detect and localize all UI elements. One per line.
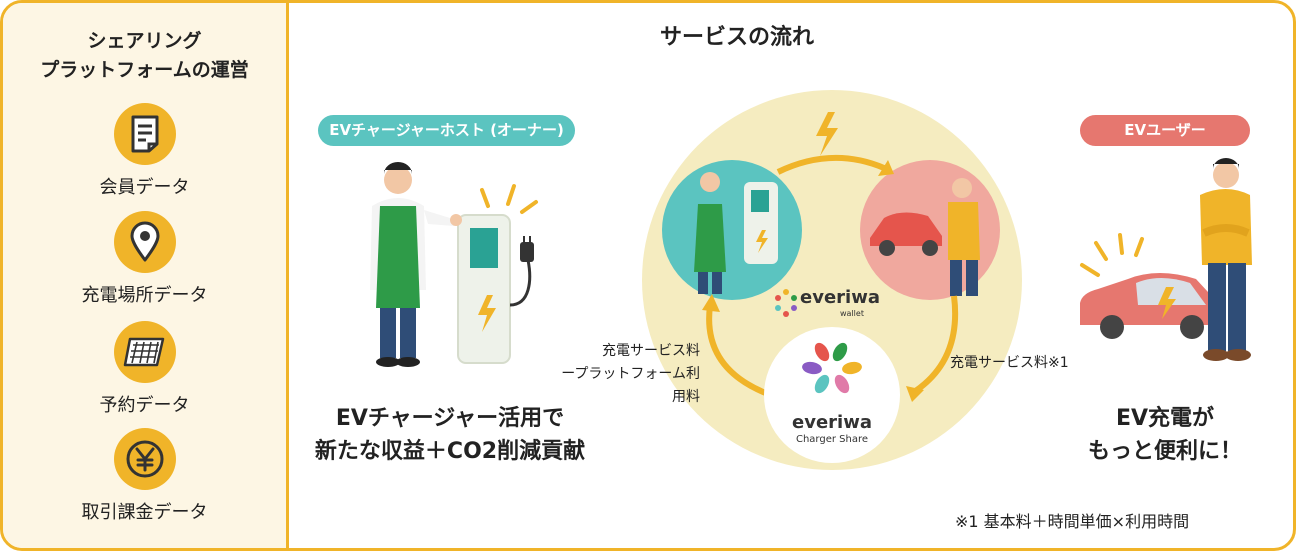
document-icon — [114, 103, 176, 165]
host-caption: EVチャージャー活用で 新たな収益＋CO2削減貢献 — [300, 402, 600, 468]
main-title: サービスの流れ — [660, 19, 814, 51]
wallet-logo-sub: wallet — [840, 309, 864, 318]
user-caption: EV充電が もっと便利に！ — [1060, 402, 1270, 468]
sidebar-item-transaction-data: 取引課金データ — [3, 428, 286, 524]
location-pin-icon — [114, 211, 176, 273]
flow-label-to-host: 充電サービス料 ープラットフォーム利用料 — [548, 340, 700, 409]
flow-label-from-user: 充電サービス料※1 — [950, 352, 1069, 372]
flow-label-to-host-line2: ープラットフォーム利用料 — [548, 363, 700, 409]
host-illustration — [350, 160, 560, 375]
sidebar: シェアリング プラットフォームの運営 会員データ 充電場所データ 予約データ 取… — [3, 3, 289, 548]
yen-icon — [114, 428, 176, 490]
sidebar-item-member-data: 会員データ — [3, 103, 286, 199]
user-pill: EVユーザー — [1080, 115, 1250, 146]
host-circle — [662, 160, 802, 300]
sidebar-item-label: 取引課金データ — [3, 498, 286, 524]
host-caption-line2: 新たな収益＋CO2削減貢献 — [300, 435, 600, 468]
user-caption-line1: EV充電が — [1060, 402, 1270, 435]
sidebar-item-label: 会員データ — [3, 173, 286, 199]
host-pill: EVチャージャーホスト (オーナー) — [318, 115, 575, 146]
flow-label-to-host-line1: 充電サービス料 — [548, 340, 700, 363]
sidebar-item-reservation-data: 予約データ — [3, 321, 286, 417]
user-caption-line2: もっと便利に！ — [1060, 435, 1270, 468]
user-illustration — [1068, 155, 1268, 375]
sidebar-title: シェアリング プラットフォームの運営 — [3, 27, 286, 85]
sidebar-item-location-data: 充電場所データ — [3, 211, 286, 307]
sidebar-title-line2: プラットフォームの運営 — [3, 56, 286, 85]
footnote: ※1 基本料＋時間単価×利用時間 — [955, 508, 1189, 532]
sidebar-item-label: 予約データ — [3, 391, 286, 417]
share-logo-name: everiwa — [792, 412, 872, 433]
wallet-logo-name: everiwa — [800, 287, 880, 308]
share-logo-sub: Charger Share — [782, 434, 882, 445]
calendar-icon — [114, 321, 176, 383]
sidebar-item-label: 充電場所データ — [3, 281, 286, 307]
sidebar-title-line1: シェアリング — [3, 27, 286, 56]
